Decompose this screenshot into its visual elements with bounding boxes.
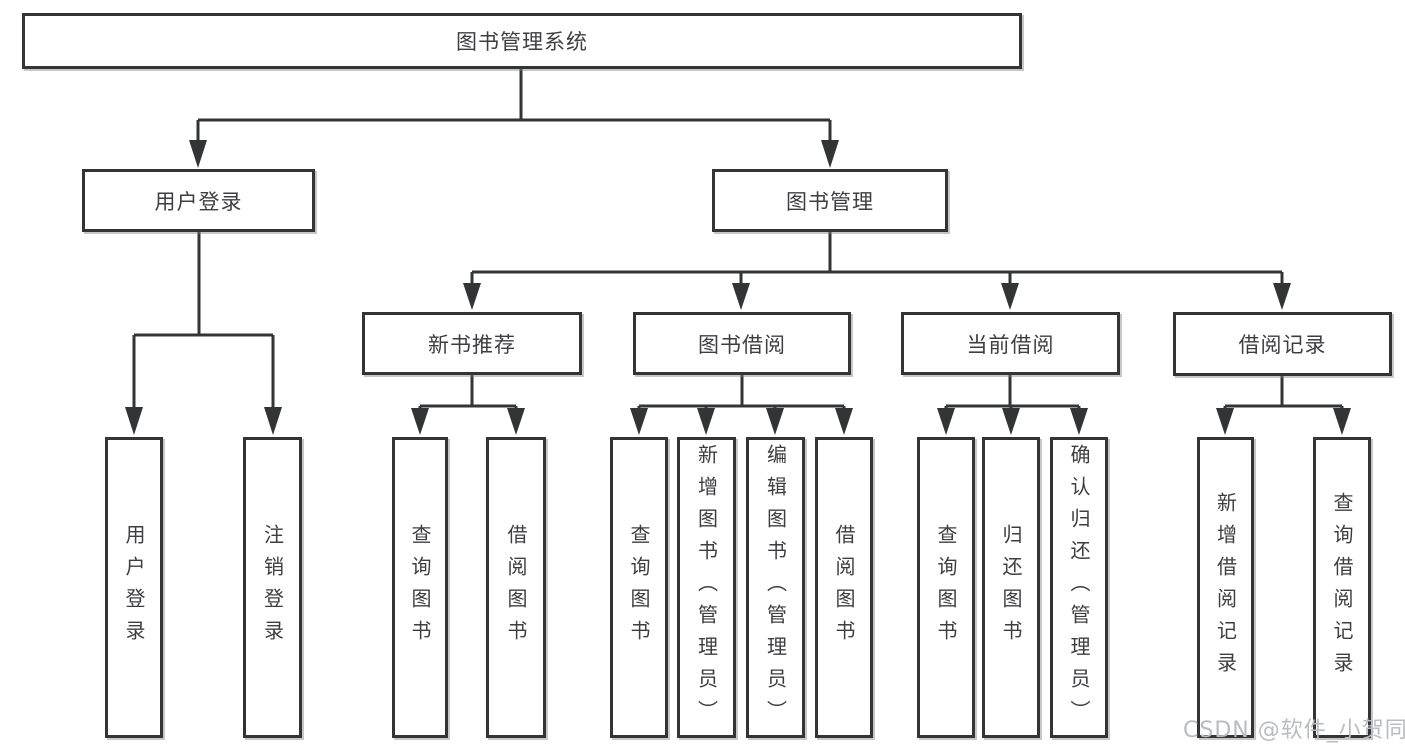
leaf-borrow-books: 借阅图书 [815,437,873,738]
node-borrow-records: 借阅记录 [1173,312,1392,376]
node-borrow-records-label: 借阅记录 [1238,333,1327,357]
connector-current-to-leaves [937,375,1088,435]
node-root-label: 图书管理系统 [456,30,588,54]
leaf-confirm-return-admin: 确认归还（管理员） [1050,437,1108,738]
leaf-recommend-borrow-books-label: 借阅图书 [504,523,528,652]
node-new-book-recommend-label: 新书推荐 [428,332,516,357]
leaf-query-borrow-record: 查询借阅记录 [1313,437,1371,738]
leaf-borrow-query-books-label: 查询图书 [627,523,651,652]
leaf-return-books: 归还图书 [982,437,1040,738]
connector-borrow-to-leaves [630,375,853,435]
leaf-return-books-label: 归还图书 [999,523,1023,652]
node-new-book-recommend: 新书推荐 [362,312,582,375]
leaf-add-borrow-record: 新增借阅记录 [1197,437,1254,738]
connector-root-to-level2 [189,69,839,168]
leaf-add-books-admin: 新增图书（管理员） [677,437,736,738]
leaf-add-borrow-record-label: 新增借阅记录 [1213,491,1238,684]
leaf-borrow-books-label: 借阅图书 [832,523,856,652]
leaf-add-books-admin-label: 新增图书（管理员） [694,443,719,732]
node-current-borrow-label: 当前借阅 [966,332,1055,357]
leaf-logout-label: 注销登录 [260,523,285,652]
leaf-borrow-query-books: 查询图书 [610,437,668,738]
leaf-current-query-books: 查询图书 [917,437,975,738]
leaf-user-login-label: 用户登录 [122,523,146,652]
connector-records-to-leaves [1216,376,1351,435]
node-user-login: 用户登录 [82,169,315,232]
watermark: CSDN @软件_小贺同学 [1183,718,1405,743]
leaf-recommend-borrow-books: 借阅图书 [486,437,546,738]
node-book-borrow: 图书借阅 [633,312,851,375]
connector-login-to-leaves [125,232,282,435]
node-root-system: 图书管理系统 [22,13,1022,69]
leaf-recommend-query-books: 查询图书 [392,437,448,738]
connector-management-to-level3 [463,232,1291,310]
leaf-confirm-return-admin-label: 确认归还（管理员） [1067,443,1091,732]
leaf-edit-books-admin-label: 编辑图书（管理员） [763,443,788,732]
leaf-query-borrow-record-label: 查询借阅记录 [1330,491,1354,684]
node-book-borrow-label: 图书借阅 [698,332,786,357]
node-book-management: 图书管理 [712,169,948,232]
connector-recommend-to-leaves [411,375,525,435]
leaf-recommend-query-books-label: 查询图书 [408,523,432,652]
leaf-user-login: 用户登录 [105,437,163,738]
leaf-logout: 注销登录 [243,437,302,738]
node-current-borrow: 当前借阅 [901,312,1120,375]
leaf-edit-books-admin: 编辑图书（管理员） [746,437,805,738]
node-user-login-label: 用户登录 [154,189,243,214]
node-book-management-label: 图书管理 [786,189,874,214]
leaf-current-query-books-label: 查询图书 [934,523,958,652]
